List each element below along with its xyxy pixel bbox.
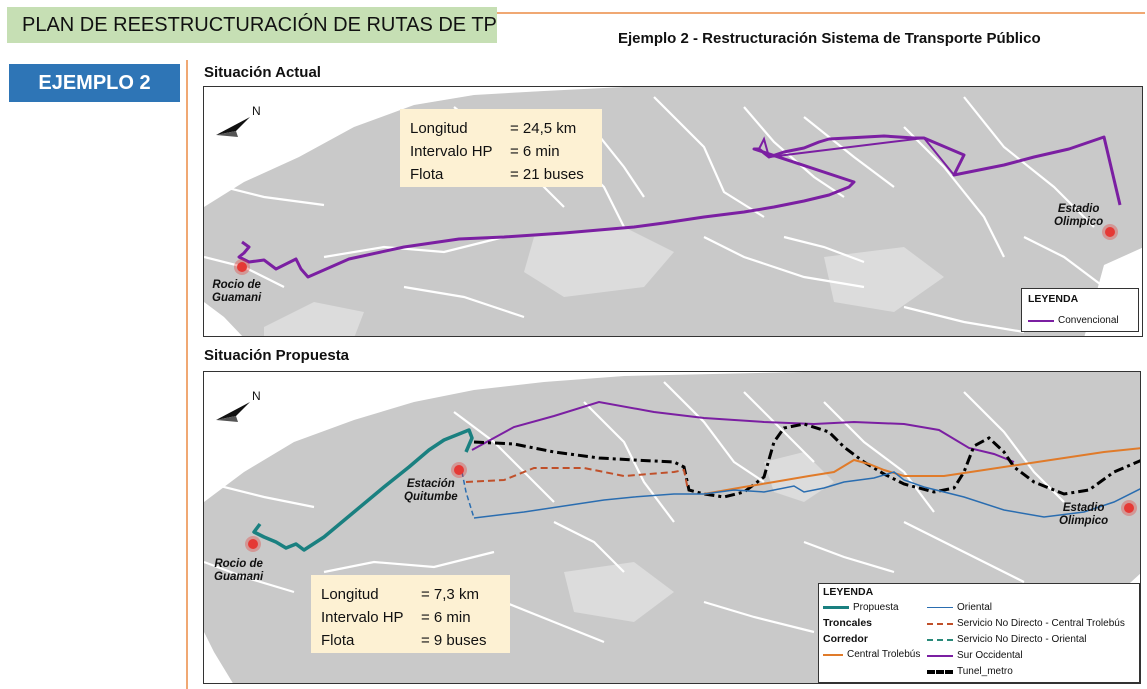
- terrain-highlight: [264, 227, 944, 336]
- legend-group-troncales: Troncales: [823, 617, 873, 629]
- legend-swatch: [823, 606, 849, 609]
- legend-item-central-trolebus: Central Trolebús: [823, 649, 920, 660]
- proposed-section-title: Situación Propuesta: [204, 347, 350, 364]
- legend-swatch: [927, 638, 953, 641]
- oriental-connector: [461, 471, 475, 519]
- propuesta-route: [252, 428, 474, 552]
- legend-swatch: [927, 607, 953, 608]
- legend-label: Central Trolebús: [847, 649, 921, 660]
- legend-label: Tunel_metro: [957, 666, 1013, 677]
- location-marker-icon: [1121, 500, 1137, 516]
- legend-title: LEYENDA: [1028, 293, 1079, 305]
- page-title: PLAN DE REESTRUCTURACIÓN DE RUTAS DE TP: [7, 7, 497, 43]
- legend-item-sur-occidental: Sur Occidental: [927, 650, 1023, 661]
- convencional-route-loop: [758, 136, 955, 176]
- info-label: Intervalo HP: [321, 609, 404, 626]
- svg-text:N: N: [252, 104, 261, 118]
- example-badge: EJEMPLO 2: [9, 64, 180, 102]
- info-value: = 6 min: [510, 143, 560, 160]
- info-row: Flota = 21 buses: [410, 163, 592, 186]
- info-value: = 21 buses: [510, 166, 584, 183]
- current-map-canvas: N: [204, 87, 1142, 336]
- location-marker-icon: [451, 462, 467, 478]
- current-map: N Longitud = 24,5 km Intervalo HP = 6 min …: [203, 86, 1143, 337]
- info-label: Flota: [321, 632, 355, 649]
- page-title-text: PLAN DE REESTRUCTURACIÓN DE RUTAS DE TP: [22, 13, 497, 36]
- convencional-route: [237, 134, 1122, 279]
- info-label: Longitud: [321, 586, 379, 603]
- info-value: = 24,5 km: [510, 120, 577, 137]
- info-row: Longitud = 24,5 km: [410, 117, 592, 140]
- svg-text:N: N: [252, 389, 261, 403]
- info-label: Flota: [410, 166, 444, 183]
- info-row: Flota = 9 buses: [321, 629, 500, 652]
- tunel-metro-route: [473, 422, 1140, 499]
- legend-swatch: [927, 669, 953, 674]
- legend-label: Servicio No Directo - Central Trolebús: [957, 618, 1125, 629]
- central-trolebus-route: [703, 447, 1140, 495]
- location-marker-icon: [245, 536, 261, 552]
- legend-swatch: [1028, 319, 1054, 322]
- current-legend: LEYENDA Convencional: [1021, 288, 1139, 332]
- top-divider: [497, 12, 1145, 14]
- legend-label: Oriental: [957, 602, 993, 613]
- legend-item-snd-central: Servicio No Directo - Central Trolebús: [927, 618, 1125, 629]
- example-badge-text: EJEMPLO 2: [38, 71, 151, 94]
- north-arrow-icon: N: [216, 104, 261, 137]
- north-arrow-icon: N: [216, 389, 261, 422]
- legend-label: Propuesta: [853, 602, 899, 613]
- current-section-title: Situación Actual: [204, 64, 321, 81]
- proposed-legend: LEYENDA Propuesta Troncales Corredor Cen…: [818, 583, 1140, 683]
- proposed-info-box: Longitud = 7,3 km Intervalo HP = 6 min Flo…: [311, 575, 510, 653]
- info-row: Intervalo HP = 6 min: [410, 140, 592, 163]
- legend-swatch: [927, 654, 953, 657]
- legend-group-corredor: Corredor: [823, 633, 868, 645]
- page-subtitle: Ejemplo 2 - Restructuración Sistema de T…: [618, 30, 1041, 47]
- info-label: Intervalo HP: [410, 143, 493, 160]
- terrain: [204, 87, 1142, 336]
- info-row: Longitud = 7,3 km: [321, 583, 500, 606]
- info-value: = 9 buses: [421, 632, 487, 649]
- legend-label: Convencional: [1058, 315, 1119, 326]
- info-value: = 6 min: [421, 609, 471, 626]
- oriental-route: [473, 471, 1140, 519]
- legend-item-snd-oriental: Servicio No Directo - Oriental: [927, 634, 1086, 645]
- left-divider: [186, 60, 188, 689]
- info-value: = 7,3 km: [421, 586, 479, 603]
- legend-item-oriental: Oriental: [927, 602, 992, 613]
- legend-item-convencional: Convencional: [1028, 315, 1119, 326]
- legend-item-propuesta: Propuesta: [823, 602, 899, 613]
- current-info-box: Longitud = 24,5 km Intervalo HP = 6 min Fl…: [400, 109, 602, 187]
- sur-occidental-route: [471, 400, 1015, 463]
- legend-swatch: [927, 622, 953, 625]
- info-row: Intervalo HP = 6 min: [321, 606, 500, 629]
- legend-item-tunel-metro: Tunel_metro: [927, 666, 1013, 677]
- location-marker-icon: [1102, 224, 1118, 240]
- info-label: Longitud: [410, 120, 468, 137]
- legend-label: Sur Occidental: [957, 650, 1023, 661]
- location-marker-icon: [234, 259, 250, 275]
- legend-title: LEYENDA: [823, 586, 874, 598]
- legend-label: Servicio No Directo - Oriental: [957, 634, 1087, 645]
- legend-swatch: [823, 653, 843, 656]
